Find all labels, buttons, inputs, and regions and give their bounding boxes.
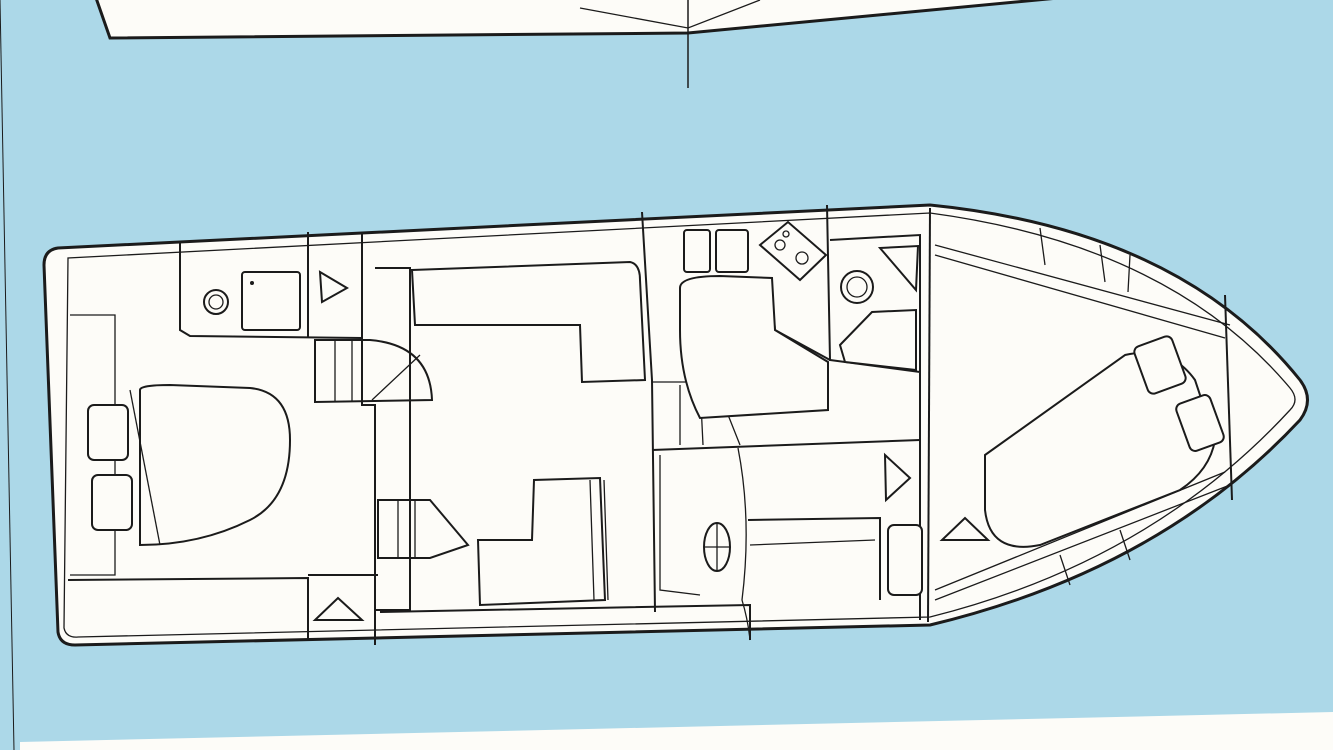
deck-plan-icon — [42, 203, 1309, 647]
page-edge — [20, 712, 1333, 750]
hatch-triangle-icon — [318, 270, 350, 304]
hatch-triangle-icon — [312, 596, 365, 621]
hatch-triangle-icon — [883, 452, 912, 503]
hull-profile-icon — [95, 0, 1054, 88]
page-border-line — [0, 0, 15, 750]
hatch-triangle-icon — [939, 516, 991, 541]
sink-icon — [715, 229, 749, 273]
sink-icon — [683, 229, 711, 273]
stove-icon — [758, 220, 828, 282]
steering-wheel-icon — [703, 522, 731, 572]
